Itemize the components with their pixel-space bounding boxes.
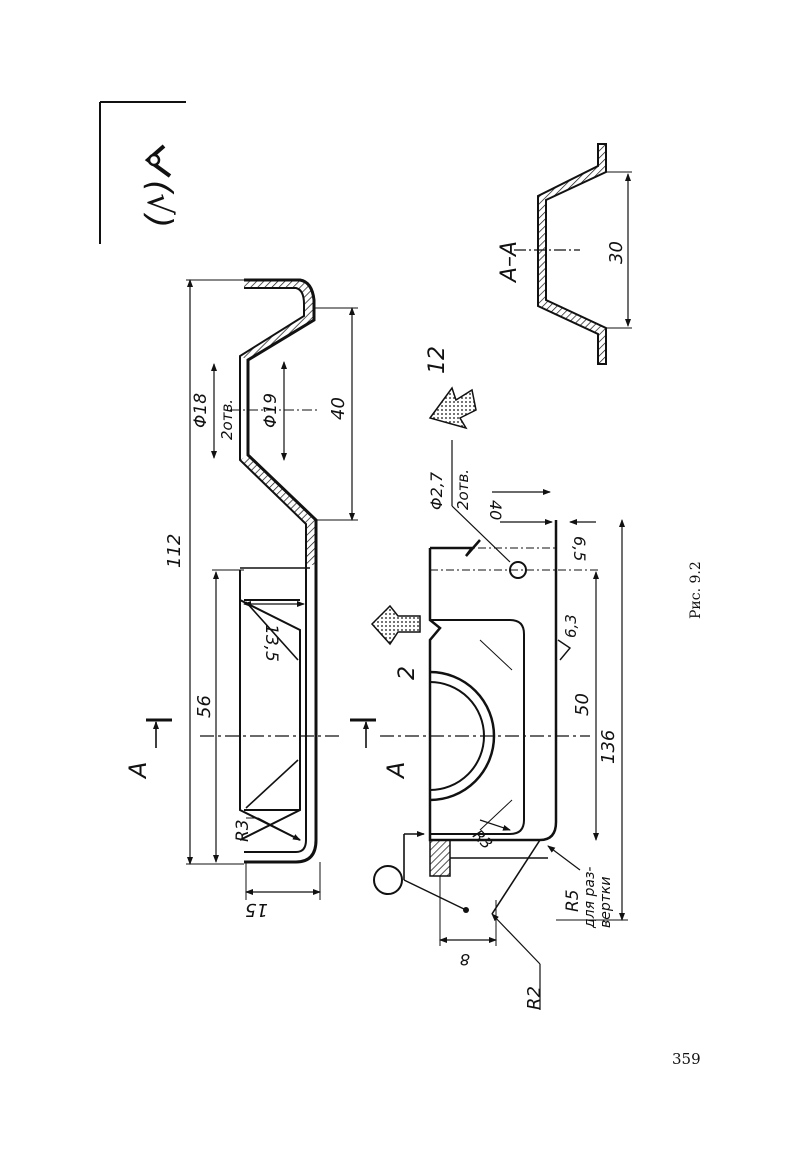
section-mark-a-bottom: A (382, 762, 410, 780)
side-profile-inner (239, 287, 307, 853)
dim-height: 15 (245, 899, 268, 920)
dim-bend-radius: R3 (233, 819, 253, 842)
side-hatch-2 (240, 455, 316, 565)
dim-hole-d1-note: 2отв. (218, 399, 236, 440)
section-aa: 30 А–А (497, 143, 632, 365)
plan-outline (428, 520, 558, 842)
dim-offset: 40 (328, 397, 349, 420)
plan-small-hole-note: 2отв. (454, 469, 472, 510)
plan-radius-r5: R5 (563, 889, 583, 912)
plan-view-12: 12 (425, 346, 450, 374)
side-hatch-1 (240, 280, 314, 360)
figure-caption: Рис. 9.2 (688, 561, 704, 619)
dim-flat-length: 56 (194, 695, 215, 718)
plan-dim-8: 8 (460, 950, 470, 969)
plan-view: Φ2,7 2отв. 40 6,5 50 136 6,3 2 12 R3 (350, 346, 628, 1010)
unfold-circle-icon (373, 865, 403, 895)
section-mark-a-top: A (124, 762, 152, 780)
dim-rib: 13,5 (261, 624, 281, 662)
roughness-symbol-label: (√) (139, 180, 179, 228)
plan-radius-r3: R3 (469, 826, 496, 853)
view-arrow-2: 2 (370, 604, 421, 680)
section-aa-depth: 30 (606, 241, 627, 264)
roughness-symbol: (√) (99, 101, 186, 244)
section-aa-title: А–А (497, 241, 522, 284)
dim-overall-length: 112 (164, 534, 185, 568)
plan-dev-length: 136 (598, 730, 619, 764)
side-view: 112 56 13,5 15 R3 Φ18 2отв. Φ19 40 A (124, 278, 358, 920)
view-arrow-12: 12 (425, 346, 477, 430)
plan-view-2: 2 (395, 666, 420, 680)
dim-hole-d1: Φ18 (191, 393, 211, 428)
plan-dev-note-1: для раз- (582, 867, 598, 929)
plan-roughness: 6,3 (562, 614, 580, 638)
plan-radius-r2: R2 (524, 986, 545, 1010)
page-number: 359 (672, 1050, 701, 1068)
plan-dev-note-2: вертки (598, 877, 614, 928)
plan-width: 50 (572, 693, 593, 716)
side-rib (239, 570, 301, 841)
plan-small-hole: Φ2,7 (427, 471, 446, 510)
plan-dim-40: 40 (486, 500, 505, 520)
plan-dim-6-5: 6,5 (570, 536, 589, 561)
